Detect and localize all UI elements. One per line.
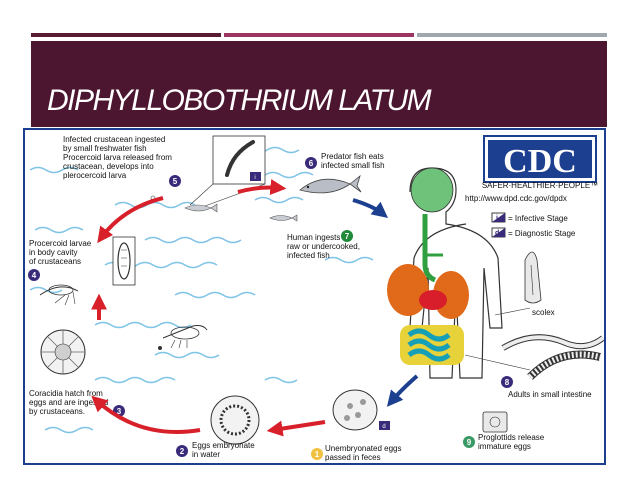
arrow-1-to-2 (266, 420, 326, 437)
pointer-line (464, 354, 531, 371)
svg-text:1: 1 (315, 450, 320, 459)
infective-stage-icon: i (491, 212, 506, 223)
scolex-icon (524, 251, 542, 304)
cycle-arrows (91, 179, 419, 437)
stage-2-text: Eggs embryonate in water (192, 441, 257, 459)
arrow-2-to-3 (91, 395, 201, 434)
cdc-logo: CDC SAFER·HEALTHIER·PEOPLE™ (482, 135, 598, 190)
svg-text:7: 7 (345, 232, 350, 241)
stage-8-number-icon: 8 (501, 376, 513, 388)
stage-6-text: Predator fish eats infected small fish (321, 152, 386, 170)
title-banner (31, 41, 607, 127)
stage-2-number-icon: 2 (176, 445, 188, 457)
cdc-url: http://www.dpd.cdc.gov/dpdx (465, 194, 567, 203)
diagnostic-stage-label: = Diagnostic Stage (508, 229, 576, 238)
stage-1-text: Unembryonated eggs passed in feces (325, 444, 404, 462)
stage-4-text: Procercoid larvae in body cavity of crus… (29, 239, 93, 266)
stage-6-number-icon: 6 (305, 157, 317, 169)
arrow-6-to-7 (352, 198, 388, 218)
pointer-line (494, 307, 531, 316)
stage-9-text: Proglottids release immature eggs (478, 433, 547, 451)
svg-text:i: i (496, 215, 498, 222)
human-figure-icon (387, 167, 503, 379)
coracidium-icon (40, 329, 86, 375)
svg-text:SAFER·HEALTHIER·PEOPLE™: SAFER·HEALTHIER·PEOPLE™ (482, 181, 598, 190)
svg-text:3: 3 (117, 407, 122, 416)
stage-9-number-icon: 9 (463, 436, 475, 448)
stage-3-text: Coracidia hatch from eggs and are ingest… (29, 389, 110, 416)
svg-text:6: 6 (309, 159, 314, 168)
infective-stage-label: = Infective Stage (508, 214, 568, 223)
svg-text:8: 8 (505, 378, 510, 387)
copepod-icon (158, 325, 208, 350)
svg-text:9: 9 (467, 438, 472, 447)
arrow-5-to-4 (97, 196, 164, 244)
embryonated-egg-icon (210, 395, 260, 445)
scolex-label: scolex (532, 308, 555, 317)
predator-fish-icon (299, 174, 362, 194)
slide-title: DIPHYLLOBOTHRIUM LATUM (47, 84, 432, 117)
crustacean-icon (39, 284, 79, 306)
stage-7-number-icon: 7 (341, 230, 353, 242)
svg-text:4: 4 (32, 271, 37, 280)
proglottid-icon (482, 411, 508, 433)
arrow-5-to-6 (237, 179, 287, 196)
diagnostic-stage-icon: d (491, 227, 506, 238)
stage-7-text: Human ingests raw or undercooked, infect… (287, 233, 362, 260)
life-cycle-diagram: CDC SAFER·HEALTHIER·PEOPLE™ http://www.d… (23, 128, 606, 465)
svg-text:d: d (495, 230, 499, 237)
arrow-human-to-1 (386, 374, 419, 407)
stage-8-text: Adults in small intestine (508, 390, 592, 399)
small-fish-icon (150, 195, 298, 222)
life-cycle-svg: CDC SAFER·HEALTHIER·PEOPLE™ http://www.d… (28, 135, 604, 462)
svg-text:CDC: CDC (503, 143, 577, 180)
stage-1-number-icon: 1 (311, 448, 323, 460)
stage-5-number-icon: 5 (169, 175, 181, 187)
procercoid-larva-icon (112, 236, 136, 286)
svg-text:5: 5 (173, 177, 178, 186)
unembryonated-egg-icon: d (332, 389, 390, 431)
svg-text:i: i (254, 175, 255, 181)
top-rule-magenta (224, 33, 414, 37)
svg-text:d: d (382, 424, 385, 430)
stage-4-number-icon: 4 (28, 269, 40, 281)
stage-legend: i = Infective Stage d = Diagnostic Stage (491, 212, 576, 238)
svg-text:2: 2 (180, 447, 185, 456)
top-rule-gray (417, 33, 607, 37)
adult-tapeworm-icon (501, 334, 604, 380)
plerocercoid-larva-box: i (189, 135, 266, 207)
stage-5-text: Infected crustacean ingested by small fr… (63, 135, 174, 180)
top-rule-dark (31, 33, 221, 37)
